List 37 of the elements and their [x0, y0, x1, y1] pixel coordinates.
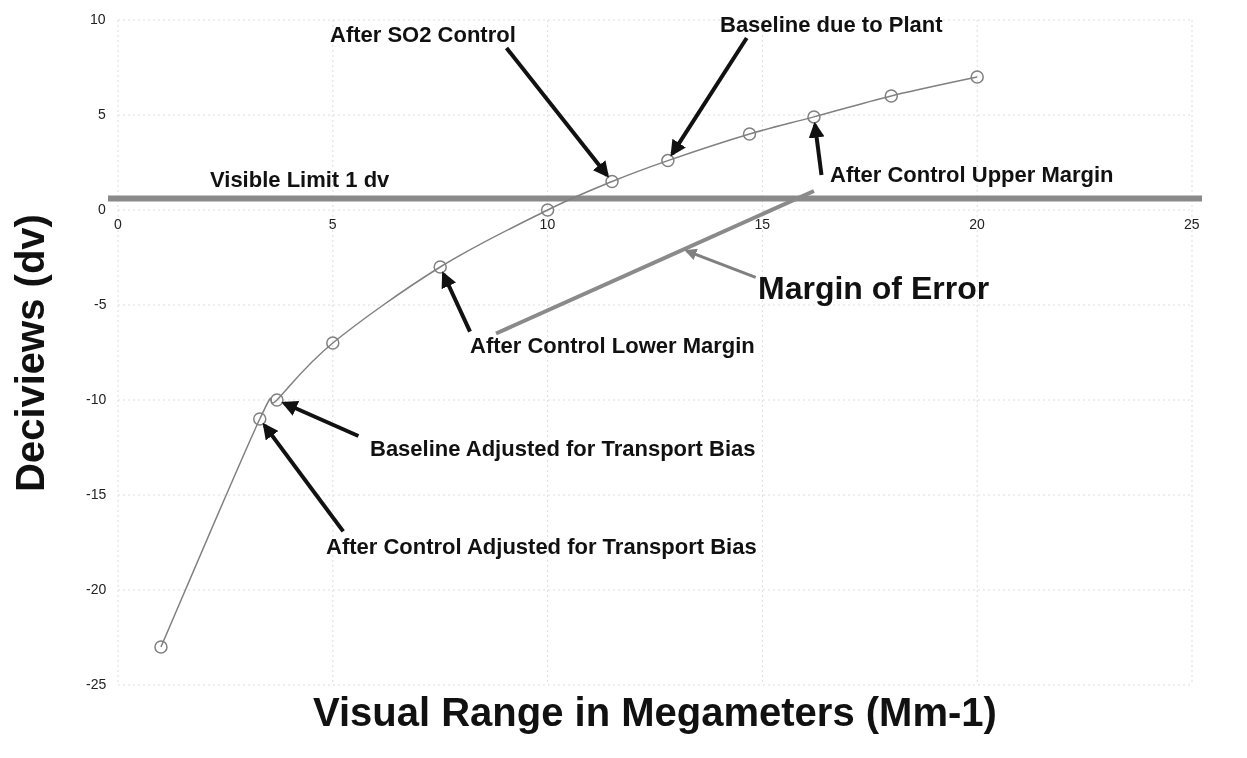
axis-title: Visual Range in Megameters (Mm-1) [313, 690, 997, 735]
annotation-label: After Control Lower Margin [470, 333, 755, 359]
annotation-label: After SO2 Control [330, 22, 516, 48]
tick-label: -25 [86, 676, 107, 692]
data-point [253, 412, 267, 426]
annotation-label: After Control Upper Margin [830, 162, 1114, 188]
tick-label: 10 [90, 11, 106, 27]
leader-arrow [670, 36, 749, 157]
data-point [433, 260, 447, 274]
tick-label: -20 [86, 581, 107, 597]
leader-arrow [808, 121, 825, 176]
leader-arrow [281, 401, 360, 438]
tick-label: 25 [1184, 216, 1200, 232]
tick-label: 0 [114, 216, 122, 232]
tick-label: -5 [94, 296, 107, 312]
data-point [661, 153, 675, 168]
data-point [270, 393, 284, 407]
annotation-label: Baseline Adjusted for Transport Bias [370, 436, 756, 462]
tick-label: -10 [86, 391, 107, 407]
leader-arrow [684, 248, 757, 279]
annotation-label: Baseline due to Plant [720, 12, 943, 38]
tick-label: -15 [86, 486, 107, 502]
tick-label: 0 [98, 201, 106, 217]
data-point [807, 110, 821, 124]
leader-arrow [504, 46, 610, 178]
data-point [605, 174, 619, 189]
tick-label: 15 [754, 216, 770, 232]
tick-label: 10 [539, 216, 556, 232]
leader-arrow [262, 422, 345, 533]
leader-arrow [441, 271, 472, 333]
tick-label: 5 [98, 106, 106, 122]
tick-label: 5 [328, 216, 337, 232]
axis-title: Deciviews (dv) [8, 213, 53, 492]
annotation-label: After Control Adjusted for Transport Bias [326, 534, 757, 560]
annotation-label: Margin of Error [758, 270, 990, 307]
limit-label: Visible Limit 1 dv [210, 166, 390, 193]
tick-label: 20 [969, 216, 985, 232]
